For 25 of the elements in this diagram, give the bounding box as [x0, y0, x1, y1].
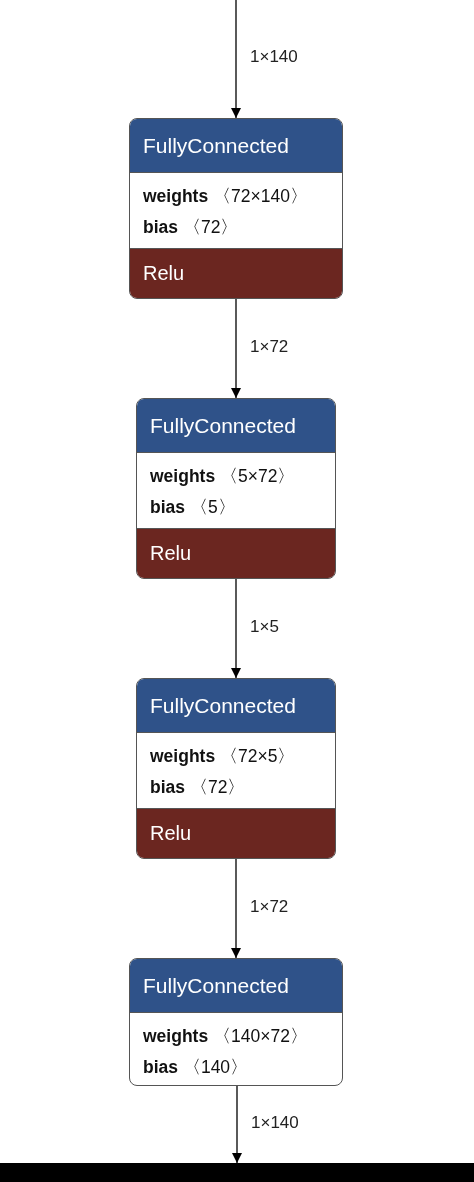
arrow: [231, 0, 241, 119]
layer-node: [136, 678, 336, 859]
parameter-text: weights 〈72×5〉: [150, 745, 296, 768]
parameter-text: bias 〈72〉: [143, 216, 239, 239]
arrow: [232, 1085, 242, 1164]
layer-node: [129, 118, 343, 299]
layer-title: FullyConnected: [137, 399, 335, 453]
layer-title: FullyConnected: [130, 119, 342, 173]
parameter-text: bias 〈5〉: [150, 496, 236, 519]
parameter-text: weights 〈5×72〉: [150, 465, 296, 488]
activation-label: Relu: [130, 248, 342, 298]
parameter-text: bias 〈72〉: [150, 776, 246, 799]
output-bar: [0, 1163, 474, 1182]
layer-title: FullyConnected: [130, 959, 342, 1013]
layer-title: FullyConnected: [137, 679, 335, 733]
activation-label: Relu: [137, 808, 335, 858]
arrow: [231, 298, 241, 399]
layer-node: [136, 398, 336, 579]
arrow: [231, 578, 241, 679]
layer-node: [129, 958, 343, 1086]
parameter-text: weights 〈72×140〉: [143, 185, 308, 208]
activation-label: Relu: [137, 528, 335, 578]
parameter-text: weights 〈140×72〉: [143, 1025, 308, 1048]
parameter-text: bias 〈140〉: [143, 1056, 249, 1079]
arrow: [231, 858, 241, 959]
